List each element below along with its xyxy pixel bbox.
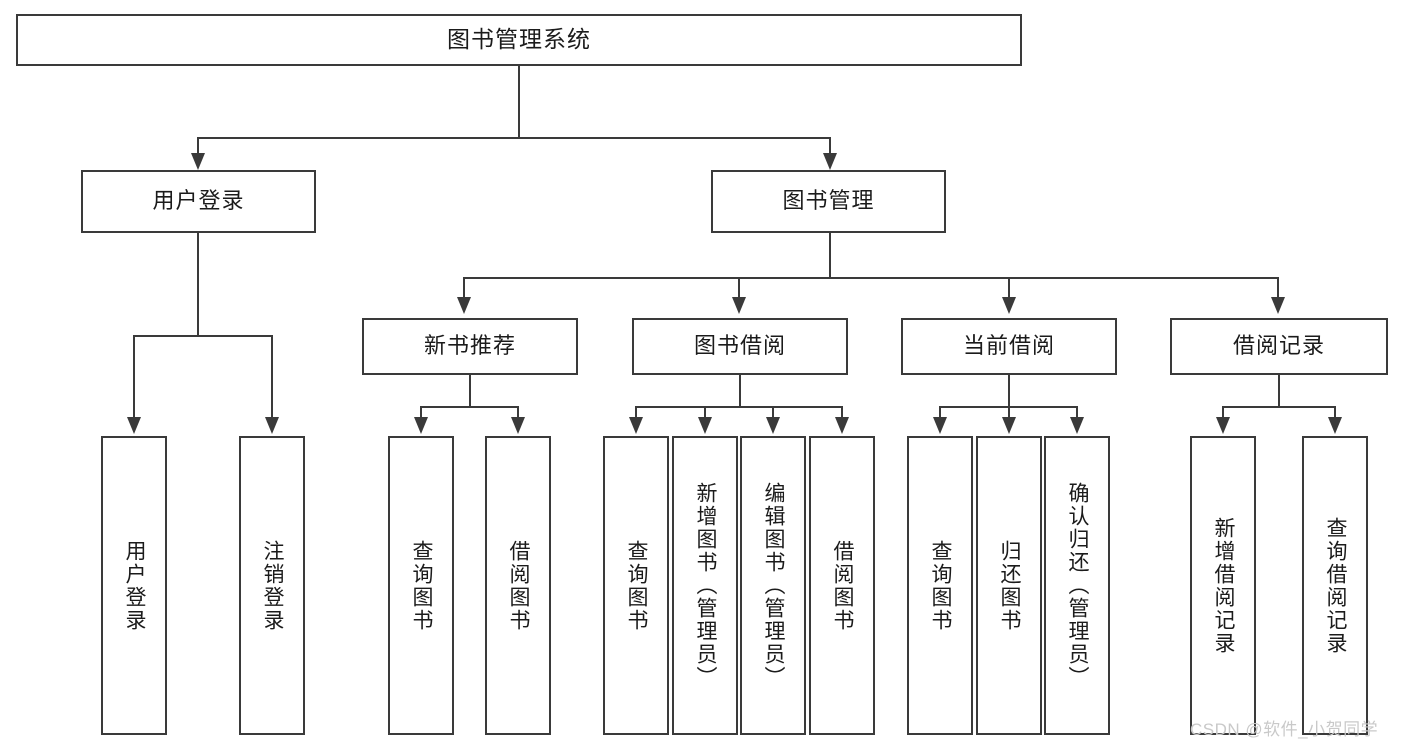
connector-to-borrow-record [1277,277,1279,299]
leaf-current-borrow-return[interactable]: 归还图书 [976,436,1042,735]
connector-borrow-record-bus [1222,406,1336,408]
node-borrow-record[interactable]: 借阅记录 [1170,318,1388,375]
connector-user-login-bus [133,335,273,337]
connector-to-new-book [463,277,465,299]
connector-level3-bus [463,277,1279,279]
arrow-current-borrow-leaf1 [933,417,947,434]
arrow-book-borrow-leaf2 [698,417,712,434]
arrow-current-borrow-leaf2 [1002,417,1016,434]
connector-to-book-manage [829,137,831,155]
leaf-book-borrow-edit[interactable]: 编辑图书（管理员） [740,436,806,735]
connector-book-borrow-leaf3 [772,406,774,419]
node-book-borrow[interactable]: 图书借阅 [632,318,848,375]
leaf-new-book-borrow[interactable]: 借阅图书 [485,436,551,735]
leaf-borrow-record-add[interactable]: 新增借阅记录 [1190,436,1256,735]
arrow-current-borrow-leaf3 [1070,417,1084,434]
arrow-borrow-record-leaf2 [1328,417,1342,434]
arrow-book-borrow-leaf1 [629,417,643,434]
node-root-system[interactable]: 图书管理系统 [16,14,1022,66]
connector-current-borrow-leaf1 [939,406,941,419]
connector-borrow-record-leaf1 [1222,406,1224,419]
arrow-new-book-leaf2 [511,417,525,434]
arrow-to-book-borrow [732,297,746,314]
connector-borrow-record-leaf2 [1334,406,1336,419]
leaf-current-borrow-confirm[interactable]: 确认归还（管理员） [1044,436,1110,735]
arrow-borrow-record-leaf1 [1216,417,1230,434]
csdn-watermark: CSDN @软件_小贺同学 [1190,720,1379,739]
arrow-to-book-manage [823,153,837,170]
connector-book-manage-stem [829,233,831,279]
connector-user-login-leaf2 [271,335,273,419]
leaf-user-login-login[interactable]: 用户登录 [101,436,167,735]
connector-new-book-leaf1 [420,406,422,419]
connector-to-current-borrow [1008,277,1010,299]
leaf-current-borrow-query[interactable]: 查询图书 [907,436,973,735]
arrow-user-login-leaf1 [127,417,141,434]
leaf-book-borrow-add[interactable]: 新增图书（管理员） [672,436,738,735]
connector-current-borrow-leaf3 [1076,406,1078,419]
arrow-book-borrow-leaf3 [766,417,780,434]
connector-current-borrow-stem [1008,375,1010,408]
connector-book-borrow-bus [635,406,843,408]
node-book-manage[interactable]: 图书管理 [711,170,946,233]
connector-new-book-bus [420,406,519,408]
connector-user-login-stem [197,233,199,337]
connector-new-book-stem [469,375,471,408]
arrow-new-book-leaf1 [414,417,428,434]
node-new-book-recommend[interactable]: 新书推荐 [362,318,578,375]
node-user-login[interactable]: 用户登录 [81,170,316,233]
arrow-user-login-leaf2 [265,417,279,434]
node-current-borrow[interactable]: 当前借阅 [901,318,1117,375]
leaf-new-book-query[interactable]: 查询图书 [388,436,454,735]
connector-book-borrow-leaf4 [841,406,843,419]
connector-user-login-leaf1 [133,335,135,419]
connector-level2-bus [197,137,831,139]
connector-borrow-record-stem [1278,375,1280,408]
connector-to-book-borrow [738,277,740,299]
leaf-book-borrow-query[interactable]: 查询图书 [603,436,669,735]
connector-book-borrow-leaf2 [704,406,706,419]
connector-to-user-login [197,137,199,155]
connector-book-borrow-leaf1 [635,406,637,419]
arrow-to-new-book [457,297,471,314]
leaf-borrow-record-query[interactable]: 查询借阅记录 [1302,436,1368,735]
arrow-to-borrow-record [1271,297,1285,314]
arrow-to-user-login [191,153,205,170]
leaf-book-borrow-borrow[interactable]: 借阅图书 [809,436,875,735]
connector-new-book-leaf2 [517,406,519,419]
connector-root-stem [518,66,520,139]
arrow-to-current-borrow [1002,297,1016,314]
arrow-book-borrow-leaf4 [835,417,849,434]
leaf-user-login-logout[interactable]: 注销登录 [239,436,305,735]
connector-book-borrow-stem [739,375,741,408]
connector-current-borrow-leaf2 [1008,406,1010,419]
